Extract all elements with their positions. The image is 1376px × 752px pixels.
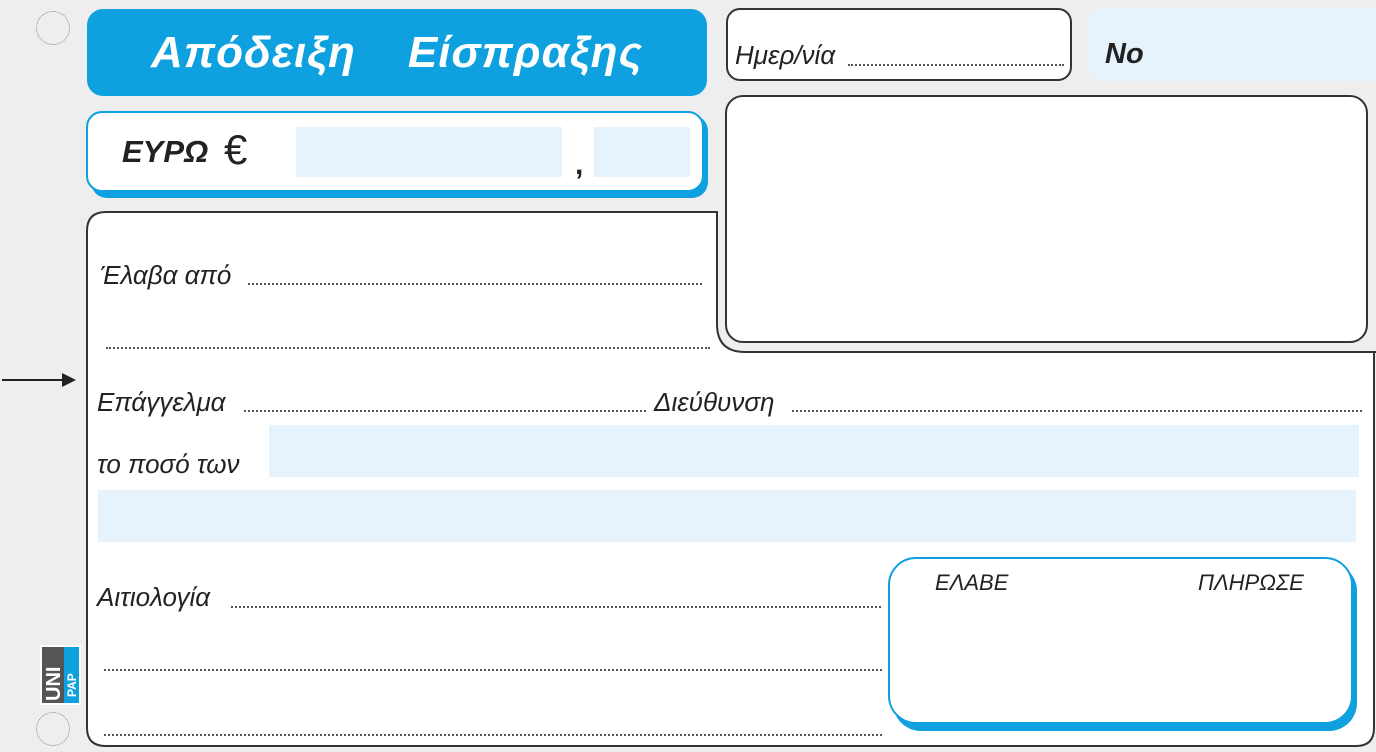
reason-line-2[interactable] xyxy=(104,669,882,671)
profession-line[interactable] xyxy=(244,410,646,412)
receipt-number-label: No xyxy=(1105,38,1144,70)
receipt-number-box xyxy=(1087,8,1376,81)
date-box xyxy=(726,8,1072,81)
amount-words-field[interactable] xyxy=(269,425,1359,477)
euro-cents-field[interactable] xyxy=(594,127,690,177)
punch-hole-bottom xyxy=(36,712,70,746)
date-label: Ημερ/νία xyxy=(735,40,836,70)
amount-words-label: το ποσό των xyxy=(97,449,240,479)
address-label: Διεύθυνση xyxy=(654,387,775,417)
reason-line[interactable] xyxy=(231,606,881,608)
stamp-box xyxy=(725,95,1368,343)
euro-amount-field[interactable] xyxy=(296,127,562,177)
address-line[interactable] xyxy=(792,410,1362,412)
signature-box xyxy=(888,557,1353,724)
euro-icon: € xyxy=(224,126,248,173)
decimal-separator: , xyxy=(575,148,584,181)
logo-text-pap: PAP xyxy=(65,673,79,697)
arrow-right-icon xyxy=(2,373,76,387)
title-word-receipt: Απόδειξη xyxy=(151,27,356,77)
paid-signature-label: ΠΛΗΡΩΣΕ xyxy=(1198,570,1304,595)
logo-text-uni: UNI xyxy=(43,667,65,701)
received-from-line-2[interactable] xyxy=(106,347,710,349)
amount-words-field-2[interactable] xyxy=(98,490,1356,542)
receipt-title: Απόδειξη Είσπραξης xyxy=(87,9,707,96)
currency-label: ΕΥΡΩ xyxy=(122,134,209,169)
reason-label: Αιτιολογία xyxy=(97,582,211,612)
punch-hole-top xyxy=(36,11,70,45)
received-from-label: Έλαβα από xyxy=(100,260,232,290)
unipap-logo: UNI PAP xyxy=(40,645,81,705)
date-line[interactable] xyxy=(848,64,1064,66)
reason-line-3[interactable] xyxy=(104,734,882,736)
received-signature-label: ΕΛΑΒΕ xyxy=(935,570,1009,595)
title-word-collection: Είσπραξης xyxy=(407,27,643,77)
received-from-line[interactable] xyxy=(248,283,702,285)
profession-label: Επάγγελμα xyxy=(97,387,226,417)
